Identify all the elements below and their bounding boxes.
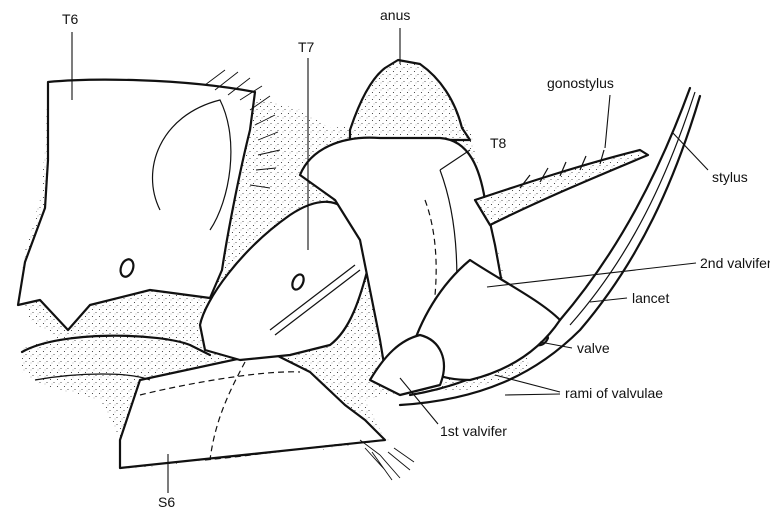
anus-lobe <box>350 60 470 140</box>
label-t7: T7 <box>298 39 315 55</box>
label-2nd-valvifer: 2nd valvifer <box>700 255 770 271</box>
gonostylus <box>475 150 648 225</box>
label-stylus: stylus <box>712 169 748 185</box>
label-t8: T8 <box>490 135 507 151</box>
label-t6: T6 <box>62 11 79 27</box>
label-1st-valvifer: 1st valvifer <box>440 423 507 439</box>
label-rami-of-valvulae: rami of valvulae <box>565 385 663 401</box>
label-lancet: lancet <box>632 290 669 306</box>
label-valve: valve <box>577 340 610 356</box>
label-s6: S6 <box>158 494 175 510</box>
label-anus: anus <box>380 7 410 23</box>
label-gonostylus: gonostylus <box>547 75 614 91</box>
